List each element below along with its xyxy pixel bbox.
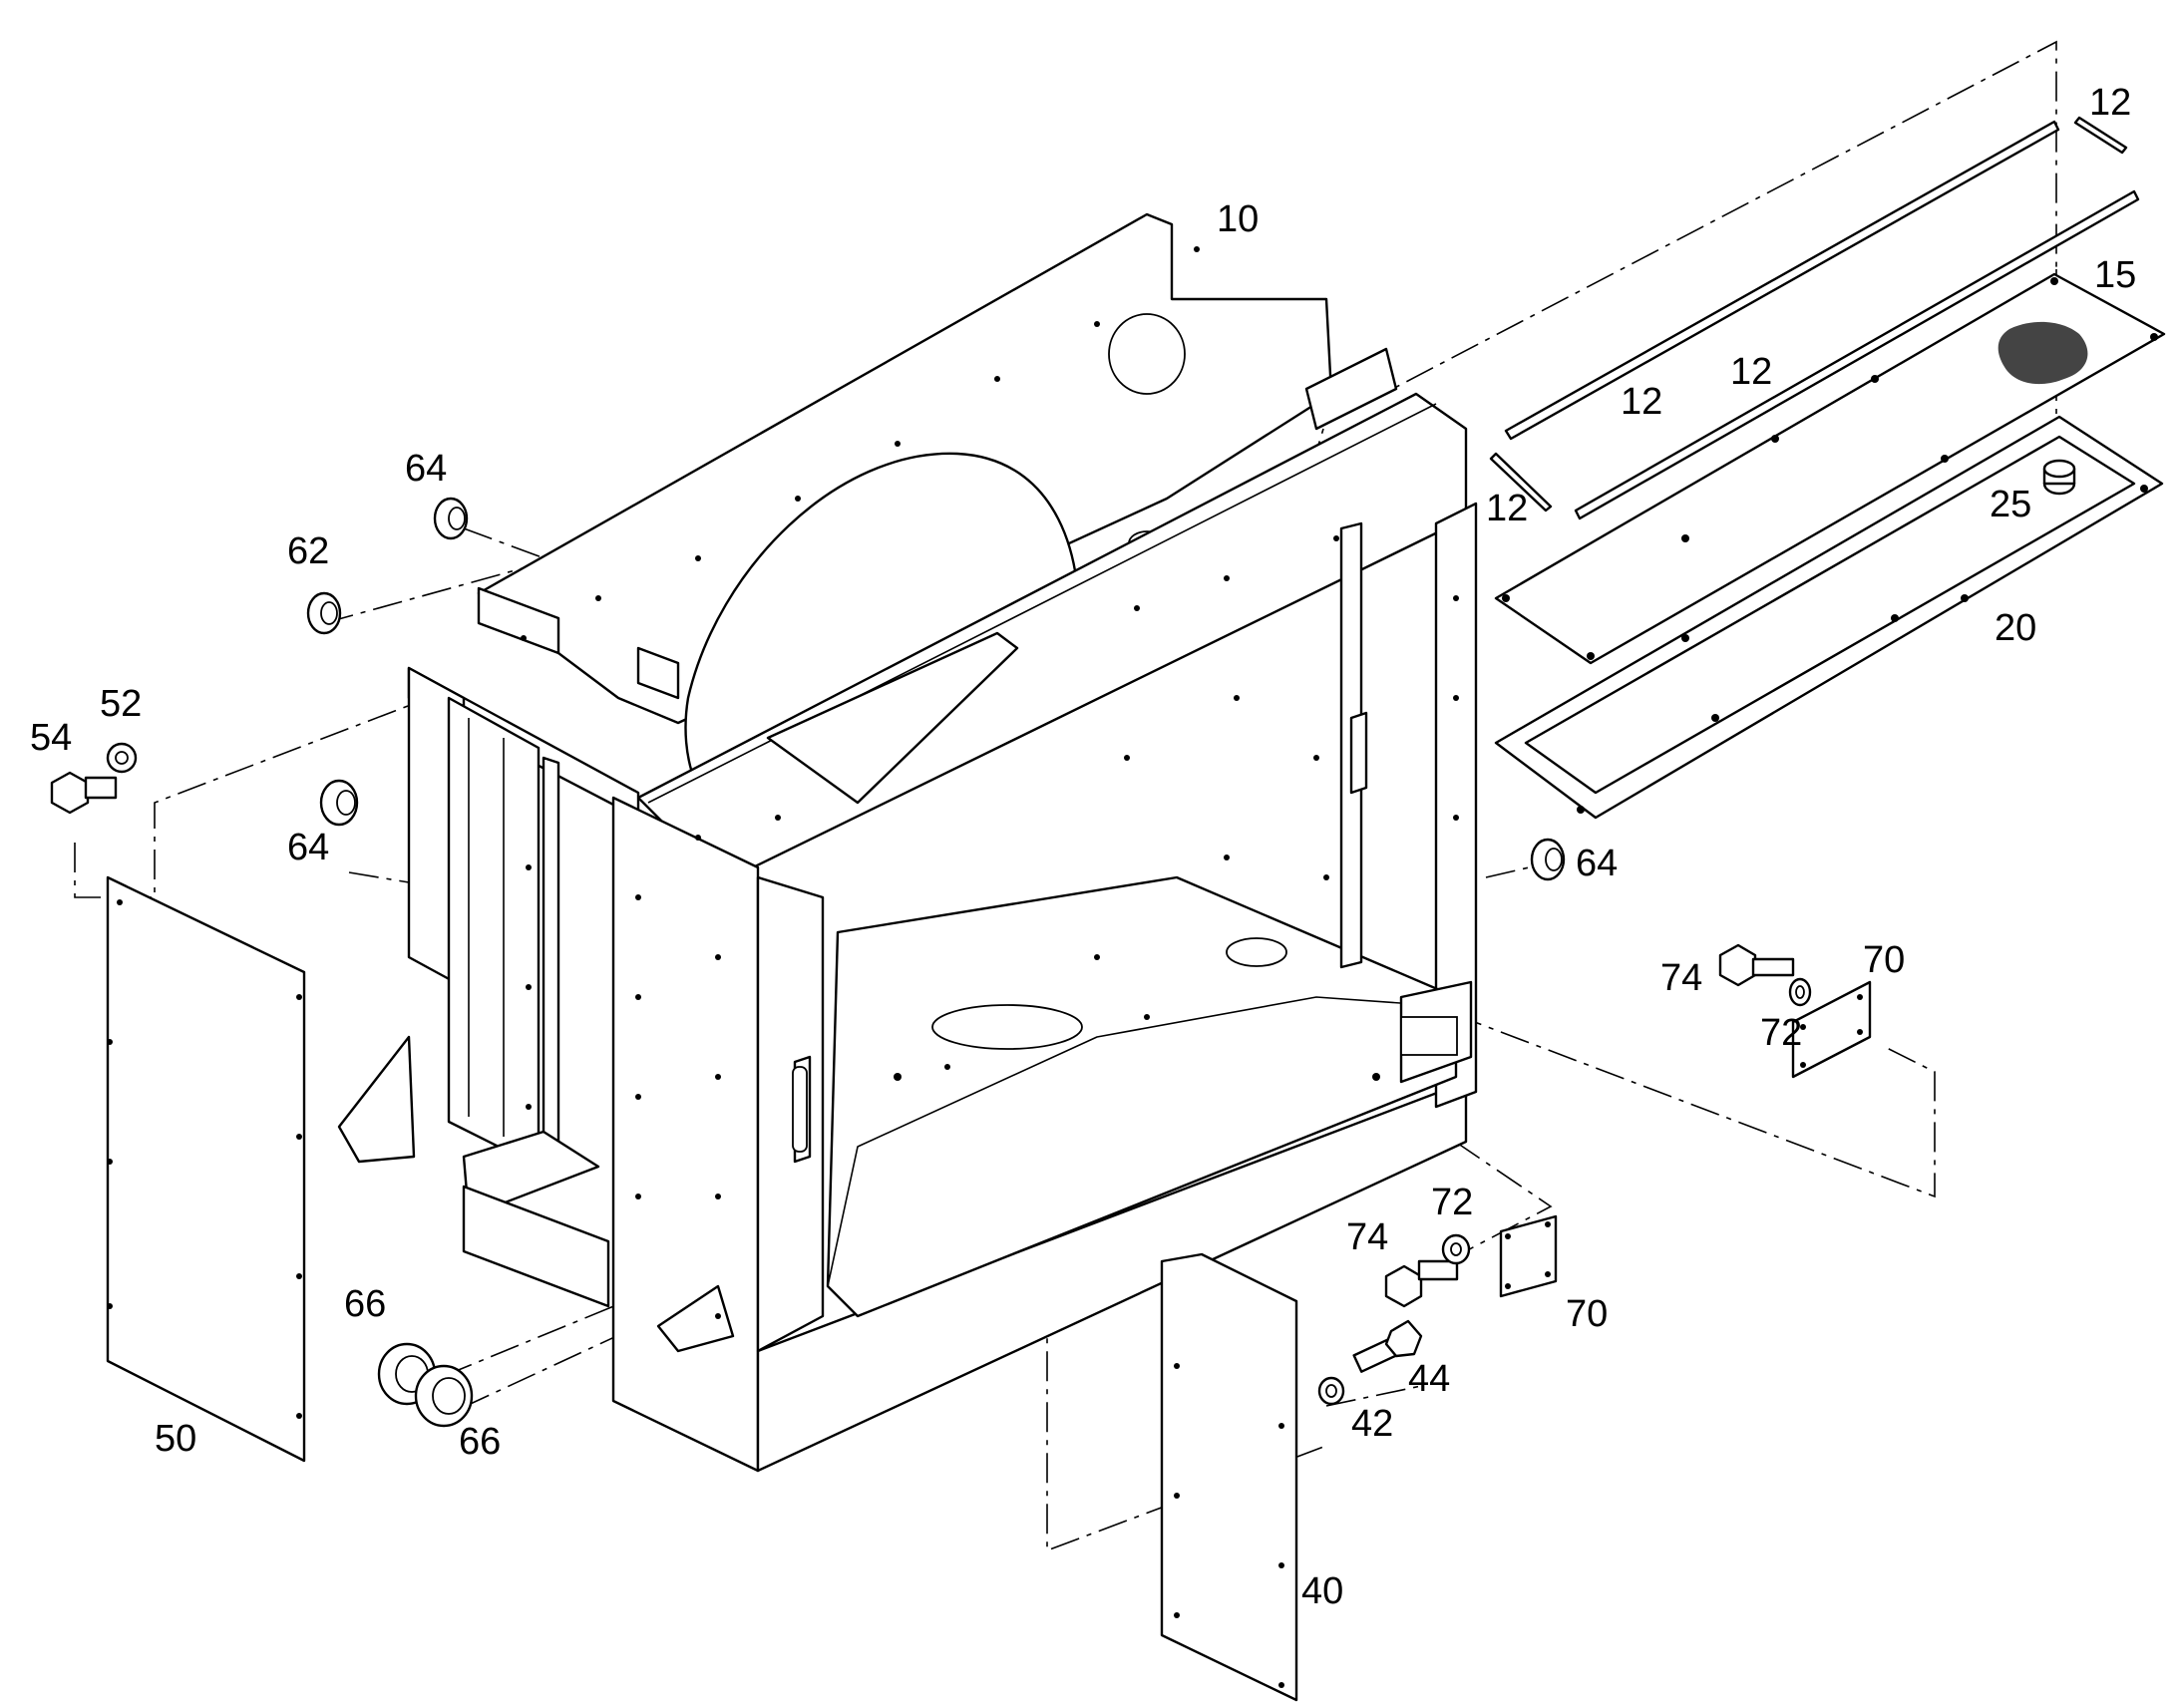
washer-42 bbox=[1317, 1376, 1345, 1406]
callout-72: 72 bbox=[1431, 1182, 1473, 1223]
callout-74: 74 bbox=[1660, 957, 1702, 999]
front-panel bbox=[1160, 1252, 1298, 1702]
grommet-62 bbox=[306, 591, 342, 635]
bolt-74-lower bbox=[1384, 1259, 1459, 1308]
callout-70: 70 bbox=[1566, 1293, 1608, 1335]
callout-12: 12 bbox=[1621, 381, 1662, 423]
gasket-frame bbox=[1494, 415, 2164, 820]
seal-strips bbox=[1489, 116, 2140, 520]
callout-12: 12 bbox=[1730, 351, 1772, 393]
grommet-64-top bbox=[433, 497, 469, 540]
callout-42: 42 bbox=[1351, 1403, 1393, 1445]
side-panel bbox=[106, 875, 306, 1463]
grommet-64-right bbox=[1530, 838, 1566, 881]
callout-10: 10 bbox=[1217, 198, 1259, 240]
callout-64: 64 bbox=[1576, 843, 1618, 884]
callout-62: 62 bbox=[287, 530, 329, 572]
callout-20: 20 bbox=[1995, 607, 2036, 649]
callout-15: 15 bbox=[2094, 254, 2136, 296]
cap-part bbox=[2042, 459, 2076, 496]
grommet-64-left bbox=[319, 779, 359, 827]
bolt-44 bbox=[1352, 1319, 1423, 1373]
bolt-74-right bbox=[1718, 943, 1795, 987]
plate-70-lower bbox=[1499, 1214, 1558, 1298]
bolt-54 bbox=[50, 771, 118, 815]
screen-cover-panel bbox=[1494, 272, 2166, 665]
callout-12: 12 bbox=[2089, 82, 2131, 124]
callout-74: 74 bbox=[1346, 1216, 1388, 1258]
callout-labels: 10 12 12 12 12 15 20 25 40 42 44 50 52 5… bbox=[30, 82, 2136, 1612]
grommet-66-pair bbox=[377, 1342, 474, 1428]
callout-50: 50 bbox=[155, 1418, 196, 1460]
washer-72-right bbox=[1788, 977, 1812, 1007]
callout-40: 40 bbox=[1301, 1570, 1343, 1612]
callout-44: 44 bbox=[1408, 1358, 1450, 1400]
radiator-housing bbox=[337, 212, 1478, 1473]
callout-25: 25 bbox=[1990, 484, 2031, 525]
callout-12: 12 bbox=[1486, 488, 1528, 529]
washer-72-lower bbox=[1441, 1233, 1471, 1265]
plate-70-right bbox=[1791, 980, 1872, 1079]
housing-bolt-dots bbox=[521, 246, 1459, 1319]
callout-54: 54 bbox=[30, 717, 72, 759]
callout-66: 66 bbox=[459, 1421, 501, 1463]
washer-52 bbox=[106, 742, 138, 774]
callout-70: 70 bbox=[1863, 939, 1905, 981]
callout-64: 64 bbox=[287, 827, 329, 868]
callout-66: 66 bbox=[344, 1283, 386, 1325]
callout-64: 64 bbox=[405, 448, 447, 490]
callout-52: 52 bbox=[100, 683, 142, 725]
callout-72: 72 bbox=[1760, 1012, 1802, 1054]
